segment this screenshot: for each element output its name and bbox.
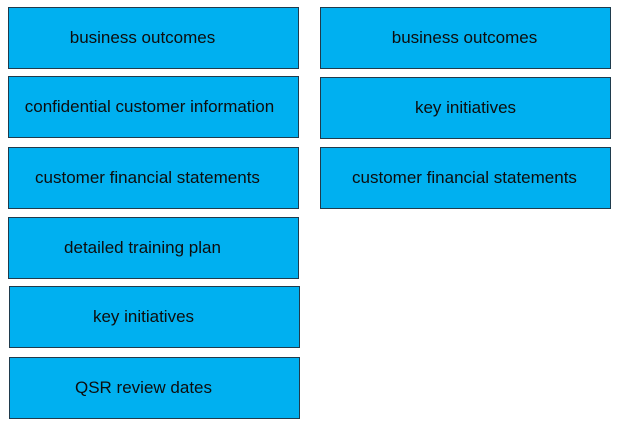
option-customer-financial-statements[interactable]: customer financial statements (8, 147, 299, 209)
option-key-initiatives[interactable]: key initiatives (9, 286, 300, 348)
answer-label: business outcomes (391, 28, 538, 47)
option-label: key initiatives (92, 307, 195, 326)
answer-label: key initiatives (414, 98, 517, 117)
option-confidential-customer-information[interactable]: confidential customer information (8, 76, 299, 138)
option-business-outcomes[interactable]: business outcomes (8, 7, 299, 69)
option-label: customer financial statements (35, 168, 260, 187)
option-label: detailed training plan (64, 238, 221, 257)
answer-customer-financial-statements[interactable]: customer financial statements (320, 147, 611, 209)
answer-label: customer financial statements (352, 168, 577, 187)
option-label: confidential customer information (24, 97, 275, 116)
answer-key-initiatives[interactable]: key initiatives (320, 77, 611, 139)
option-qsr-review-dates[interactable]: QSR review dates (9, 357, 300, 419)
answer-business-outcomes[interactable]: business outcomes (320, 7, 611, 69)
option-detailed-training-plan[interactable]: detailed training plan (8, 217, 299, 279)
option-label: business outcomes (69, 28, 216, 47)
option-label: QSR review dates (75, 378, 212, 397)
